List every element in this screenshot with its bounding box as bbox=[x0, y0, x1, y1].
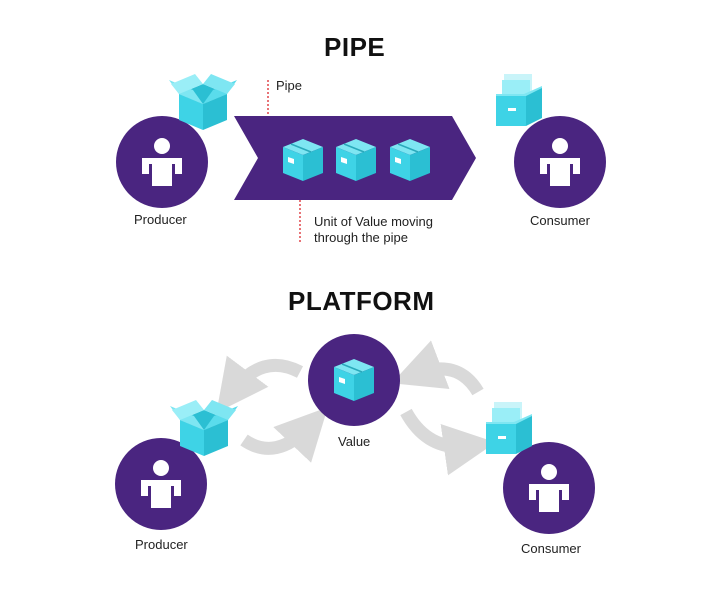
pipe-consumer-label: Consumer bbox=[530, 213, 590, 228]
unit-of-value-label: Unit of Value moving through the pipe bbox=[314, 214, 433, 246]
unit-of-value-label-line1: Unit of Value moving bbox=[314, 214, 433, 229]
value-unit-cube-2 bbox=[335, 138, 377, 182]
value-unit-cube-3 bbox=[389, 138, 431, 182]
value-unit-cube-1 bbox=[282, 138, 324, 182]
closed-box-icon bbox=[333, 358, 375, 402]
file-box-icon bbox=[496, 74, 542, 126]
pipe-producer-node bbox=[116, 116, 208, 208]
platform-consumer-node bbox=[503, 442, 595, 534]
platform-value-node bbox=[308, 334, 400, 426]
platform-title: PLATFORM bbox=[288, 286, 435, 316]
platform-value-label: Value bbox=[338, 434, 371, 449]
pipe-producer-label: Producer bbox=[134, 212, 187, 227]
platform-consumer-label: Consumer bbox=[521, 541, 581, 556]
pipe-consumer-node bbox=[514, 116, 606, 208]
platform-producer-label: Producer bbox=[135, 537, 188, 552]
cycle-arrow-icon bbox=[216, 340, 496, 476]
platform-producer-node bbox=[115, 438, 207, 530]
unit-of-value-label-line2: through the pipe bbox=[314, 230, 408, 245]
pipe-title: PIPE bbox=[324, 32, 386, 62]
file-box-icon bbox=[486, 402, 532, 454]
pipe-label: Pipe bbox=[276, 78, 303, 93]
